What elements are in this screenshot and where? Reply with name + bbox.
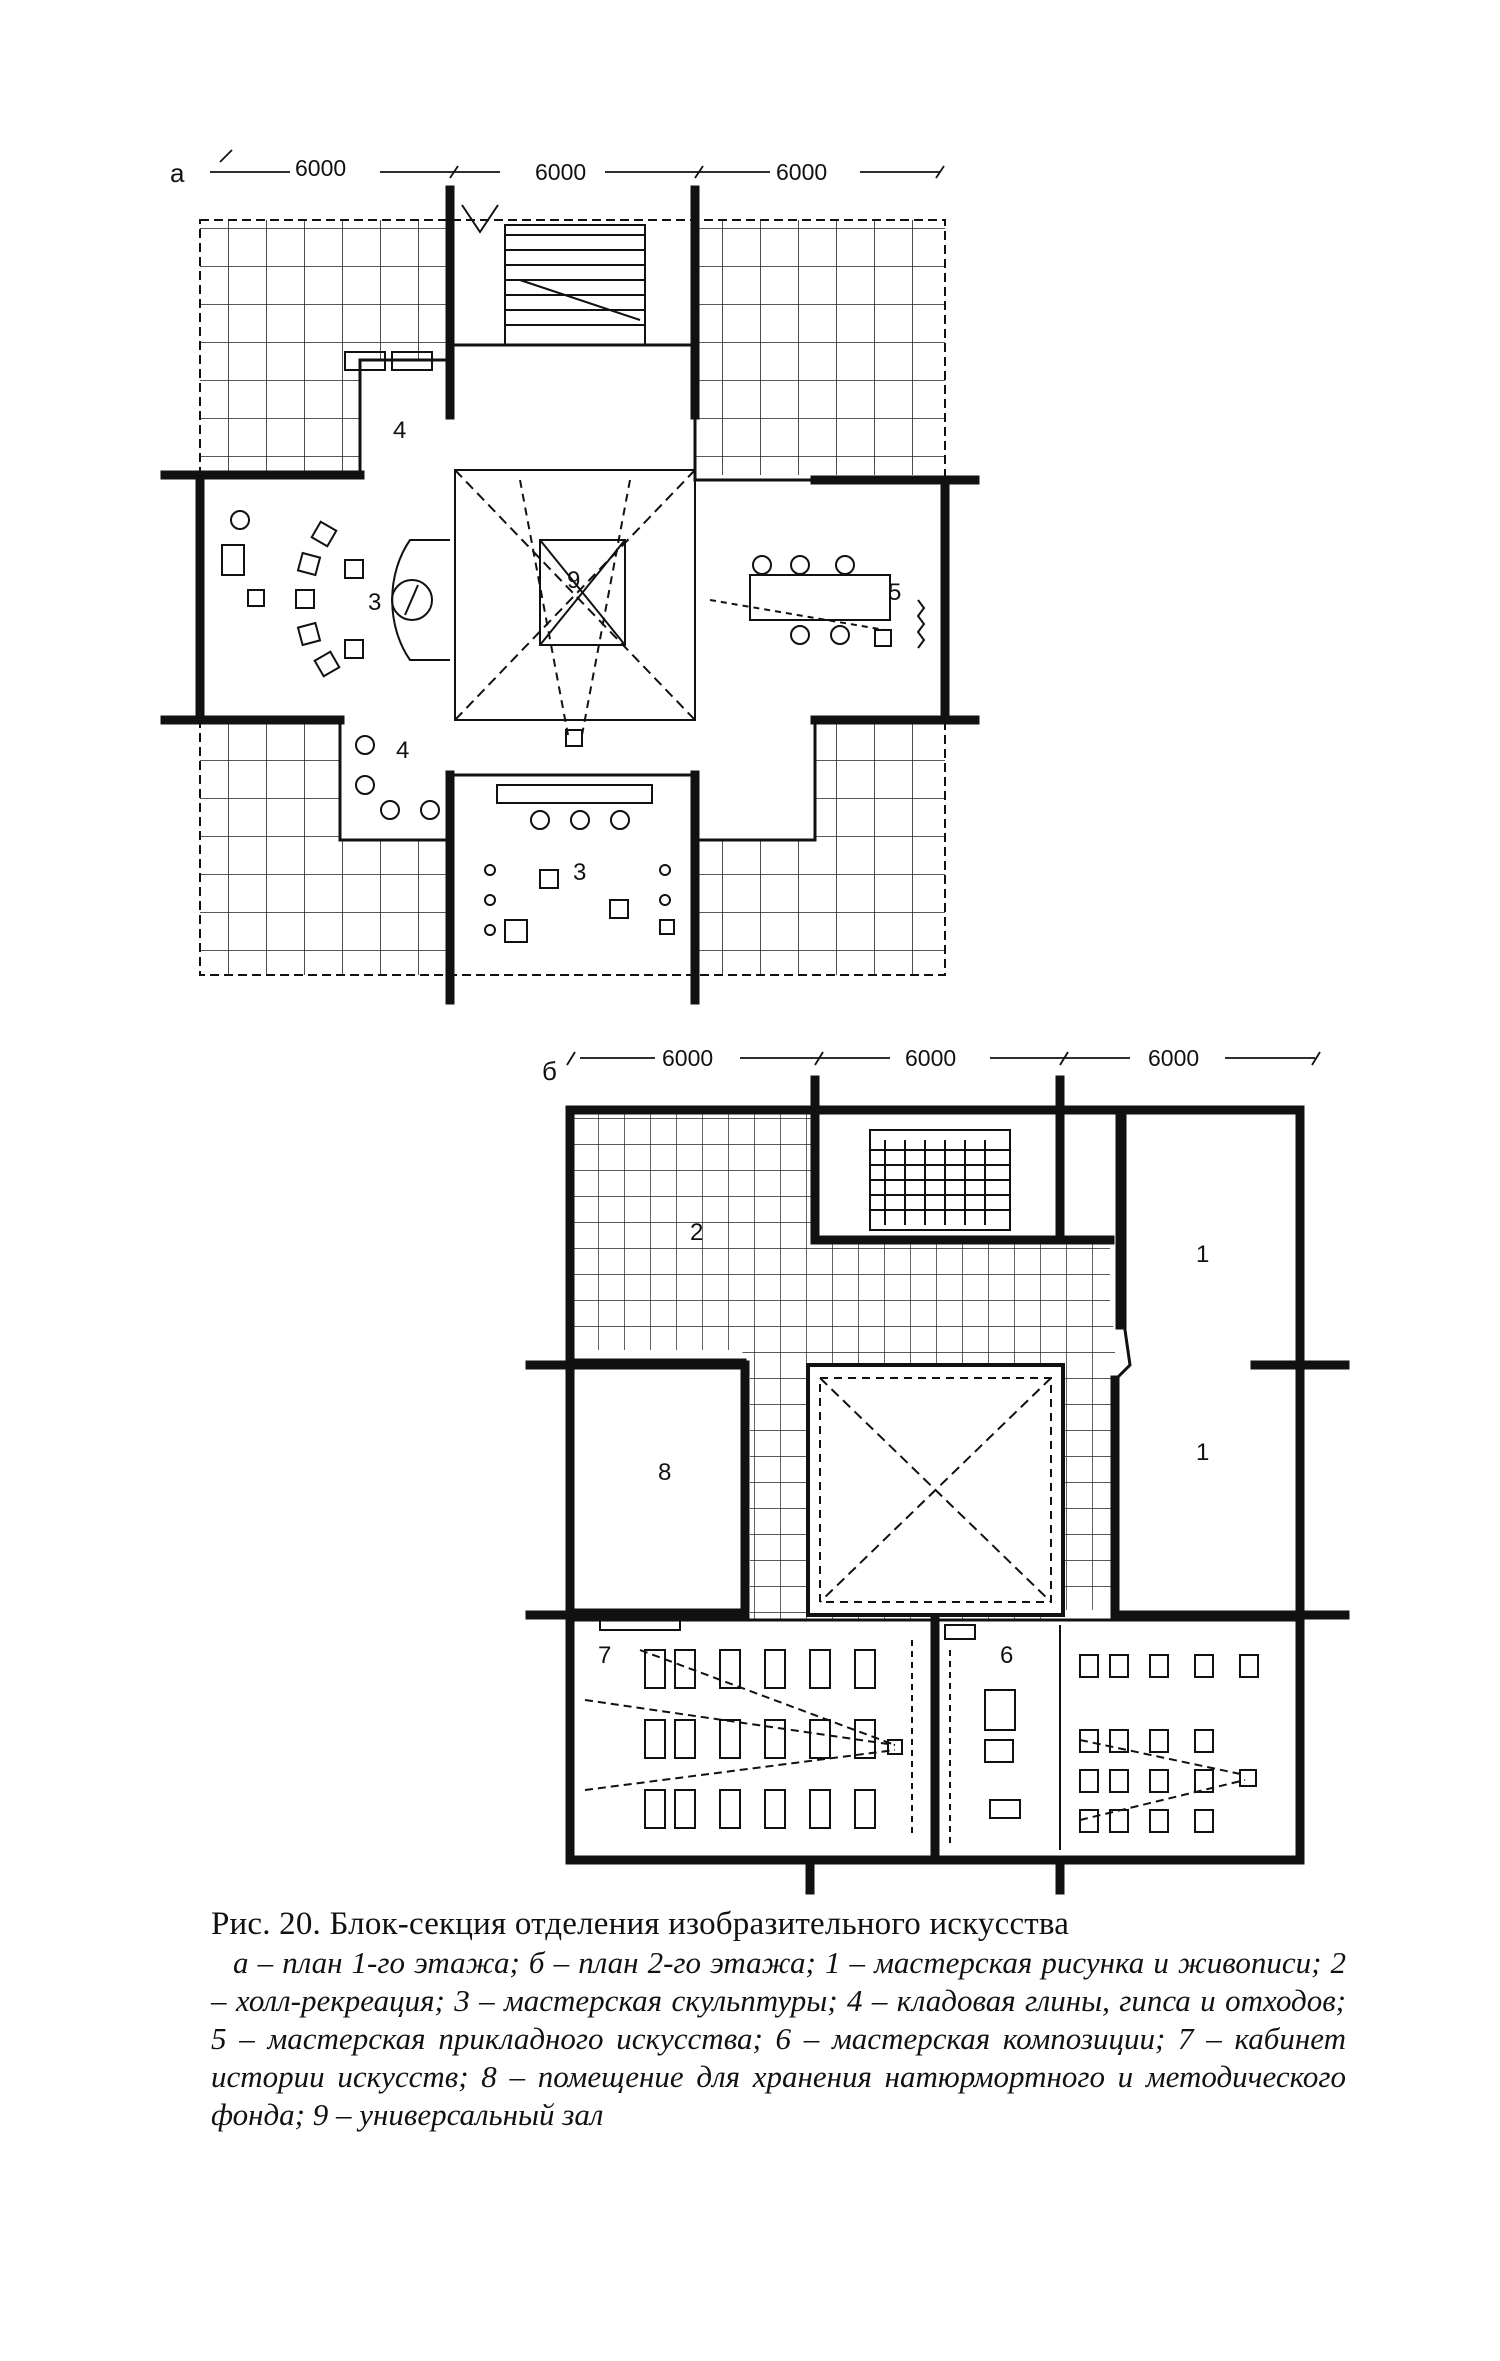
plan-b-dim-3: 6000	[1148, 1045, 1199, 1071]
plan-a-dim-1: 6000	[295, 155, 346, 181]
plan-b-staircase	[869, 1129, 1011, 1231]
plan-b-letter: б	[542, 1056, 557, 1086]
plan-a-room-3-bottom: 3	[573, 859, 586, 886]
plan-a-tiled-terraces	[200, 220, 945, 975]
plan-b-room-1-lower: 1	[1196, 1439, 1209, 1466]
plan-b-central-void	[806, 1363, 1065, 1617]
plan-b-dimension-line	[566, 1051, 1321, 1066]
plan-b-dim-2: 6000	[905, 1045, 956, 1071]
plan-a-sculpture-left	[221, 510, 450, 678]
plan-a-storage-fixtures	[344, 351, 653, 830]
plan-a-room-5: 5	[888, 579, 901, 606]
plan-a-central-hall	[454, 469, 696, 747]
plan-b-room-2: 2	[690, 1219, 703, 1246]
plan-a-letter: а	[170, 158, 185, 188]
caption-body: а – план 1-го этажа; б – план 2-го этажа…	[211, 1945, 1346, 2132]
plan-a-room-3-left: 3	[368, 589, 381, 616]
floor-plans-drawing: а 6000 6000 6000	[160, 149, 1350, 1895]
plan-a-staircase	[461, 204, 646, 346]
plan-a-room-4-upper: 4	[393, 417, 406, 444]
plan-b-room-8: 8	[658, 1459, 671, 1486]
plan-b-walls	[525, 1075, 1350, 1895]
plan-a-dim-3: 6000	[776, 159, 827, 185]
plan-a: а 6000 6000 6000	[160, 149, 980, 1005]
caption-title: Рис. 20. Блок-секция отделения изобразит…	[211, 1906, 1070, 1942]
plan-a-dim-2: 6000	[535, 159, 586, 185]
plan-a-room-9: 9	[567, 567, 580, 594]
figure-caption: Рис. 20. Блок-секция отделения изобразит…	[211, 1904, 1346, 2134]
plan-a-walls	[160, 185, 980, 1005]
plan-a-room-4-lower: 4	[396, 737, 409, 764]
plan-b: б 6000 6000 6000	[525, 1045, 1350, 1895]
plan-b-dim-1: 6000	[662, 1045, 713, 1071]
plan-a-dimension-line	[210, 149, 945, 179]
plan-b-composition-room-desks	[944, 1624, 1259, 1850]
plan-b-room-7: 7	[598, 1642, 611, 1669]
plan-b-room-1-upper: 1	[1196, 1241, 1209, 1268]
plan-b-room-6: 6	[1000, 1642, 1013, 1669]
plan-a-applied-art	[709, 555, 926, 649]
plan-b-history-room-desks	[584, 1619, 913, 1835]
plan-a-sculpture-bottom	[484, 864, 675, 943]
